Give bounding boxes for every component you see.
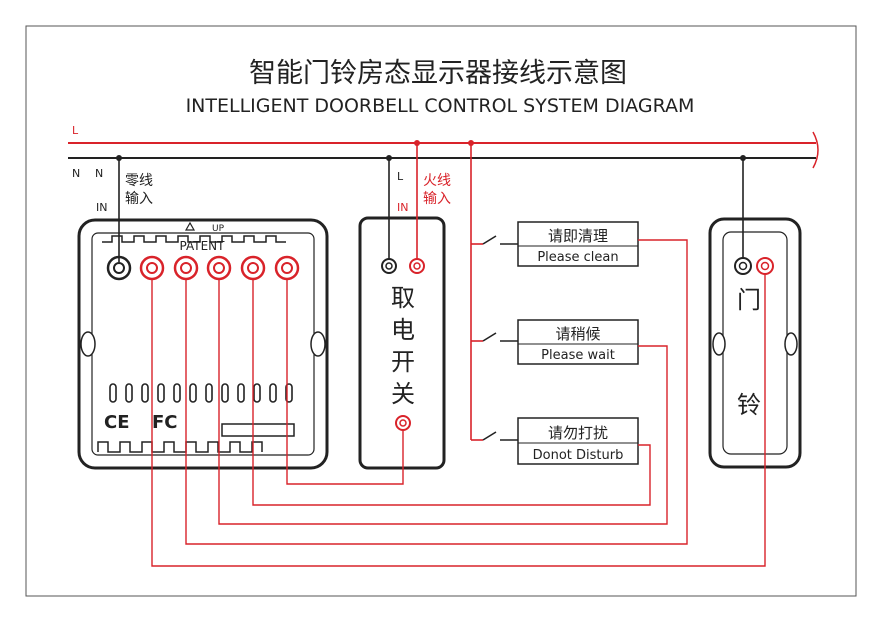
terminal-2 — [173, 255, 199, 281]
bell-mount-hole-right — [784, 332, 798, 356]
card-terminal-output — [395, 415, 411, 431]
switch-contact-1 — [482, 235, 497, 245]
card-name-char-1: 取 — [391, 284, 415, 312]
up-arrow-icon — [184, 221, 196, 231]
terminal-1 — [139, 255, 165, 281]
terminal-4 — [240, 255, 266, 281]
card-switch — [358, 216, 446, 470]
bell-terminal-signal — [756, 257, 774, 275]
bell-mount-hole-left — [712, 332, 726, 356]
button-2-cn: 请稍候 — [555, 325, 600, 343]
patent-label: PATENT — [180, 239, 226, 253]
button-please-clean — [471, 221, 639, 267]
panel-label-slot — [221, 423, 295, 437]
card-name-char-4: 关 — [391, 380, 415, 408]
button-1-cn: 请即清理 — [548, 227, 608, 245]
card-l-label: L — [397, 170, 404, 183]
wire-t3-wait — [218, 279, 668, 525]
neutral-label-b: N — [95, 167, 103, 180]
neutral-label-a: N — [72, 167, 80, 180]
button-donot-disturb — [471, 417, 639, 465]
bell-terminal-neutral — [734, 257, 752, 275]
panel-pin-slot — [109, 383, 293, 403]
button-please-wait — [471, 319, 639, 365]
live-bus-label: L — [72, 124, 79, 137]
button-3-en: Donot Disturb — [533, 448, 624, 463]
switch-contact-3 — [482, 431, 497, 441]
title-cn: 智能门铃房态显示器接线示意图 — [249, 58, 627, 89]
doorbell-unit — [708, 217, 802, 469]
card-name-char-3: 开 — [391, 348, 415, 376]
card-in-label: IN — [397, 201, 408, 214]
switch-contact-2 — [482, 332, 497, 342]
panel-pin-row — [109, 383, 293, 403]
button-2-en: Please wait — [541, 348, 615, 363]
live-input-label-1: 火线 — [423, 173, 451, 189]
ce-mark: CE — [104, 412, 130, 433]
up-label: UP — [212, 224, 225, 234]
neutral-input-label-1: 零线 — [125, 173, 153, 189]
card-terminal-live — [409, 258, 425, 274]
diagram-frame — [25, 25, 857, 597]
panel-in-label: IN — [96, 201, 107, 214]
terminal-3 — [206, 255, 232, 281]
bus-break-mark — [812, 131, 819, 169]
control-panel — [77, 218, 329, 470]
fc-mark: FC — [152, 412, 178, 433]
wire-t2-clean — [185, 239, 688, 545]
live-input-label-2: 输入 — [423, 191, 451, 207]
card-terminal-neutral — [381, 258, 397, 274]
button-1-en: Please clean — [537, 250, 618, 265]
neutral-input-label-2: 输入 — [125, 191, 153, 207]
terminal-5 — [274, 255, 300, 281]
wire-t1-bell — [151, 274, 766, 567]
bell-name-char-1: 门 — [737, 286, 761, 314]
bell-name-char-2: 铃 — [737, 391, 761, 419]
wire-t5-card — [286, 279, 404, 485]
panel-mount-hole-left — [80, 331, 96, 357]
return-wires — [151, 239, 766, 567]
title-en: INTELLIGENT DOORBELL CONTROL SYSTEM DIAG… — [186, 95, 695, 117]
wire-t4-disturb — [252, 279, 651, 506]
bus-lines — [68, 131, 819, 169]
card-name-char-2: 电 — [391, 316, 415, 344]
panel-mount-hole-right — [310, 331, 326, 357]
button-3-cn: 请勿打扰 — [548, 424, 608, 442]
